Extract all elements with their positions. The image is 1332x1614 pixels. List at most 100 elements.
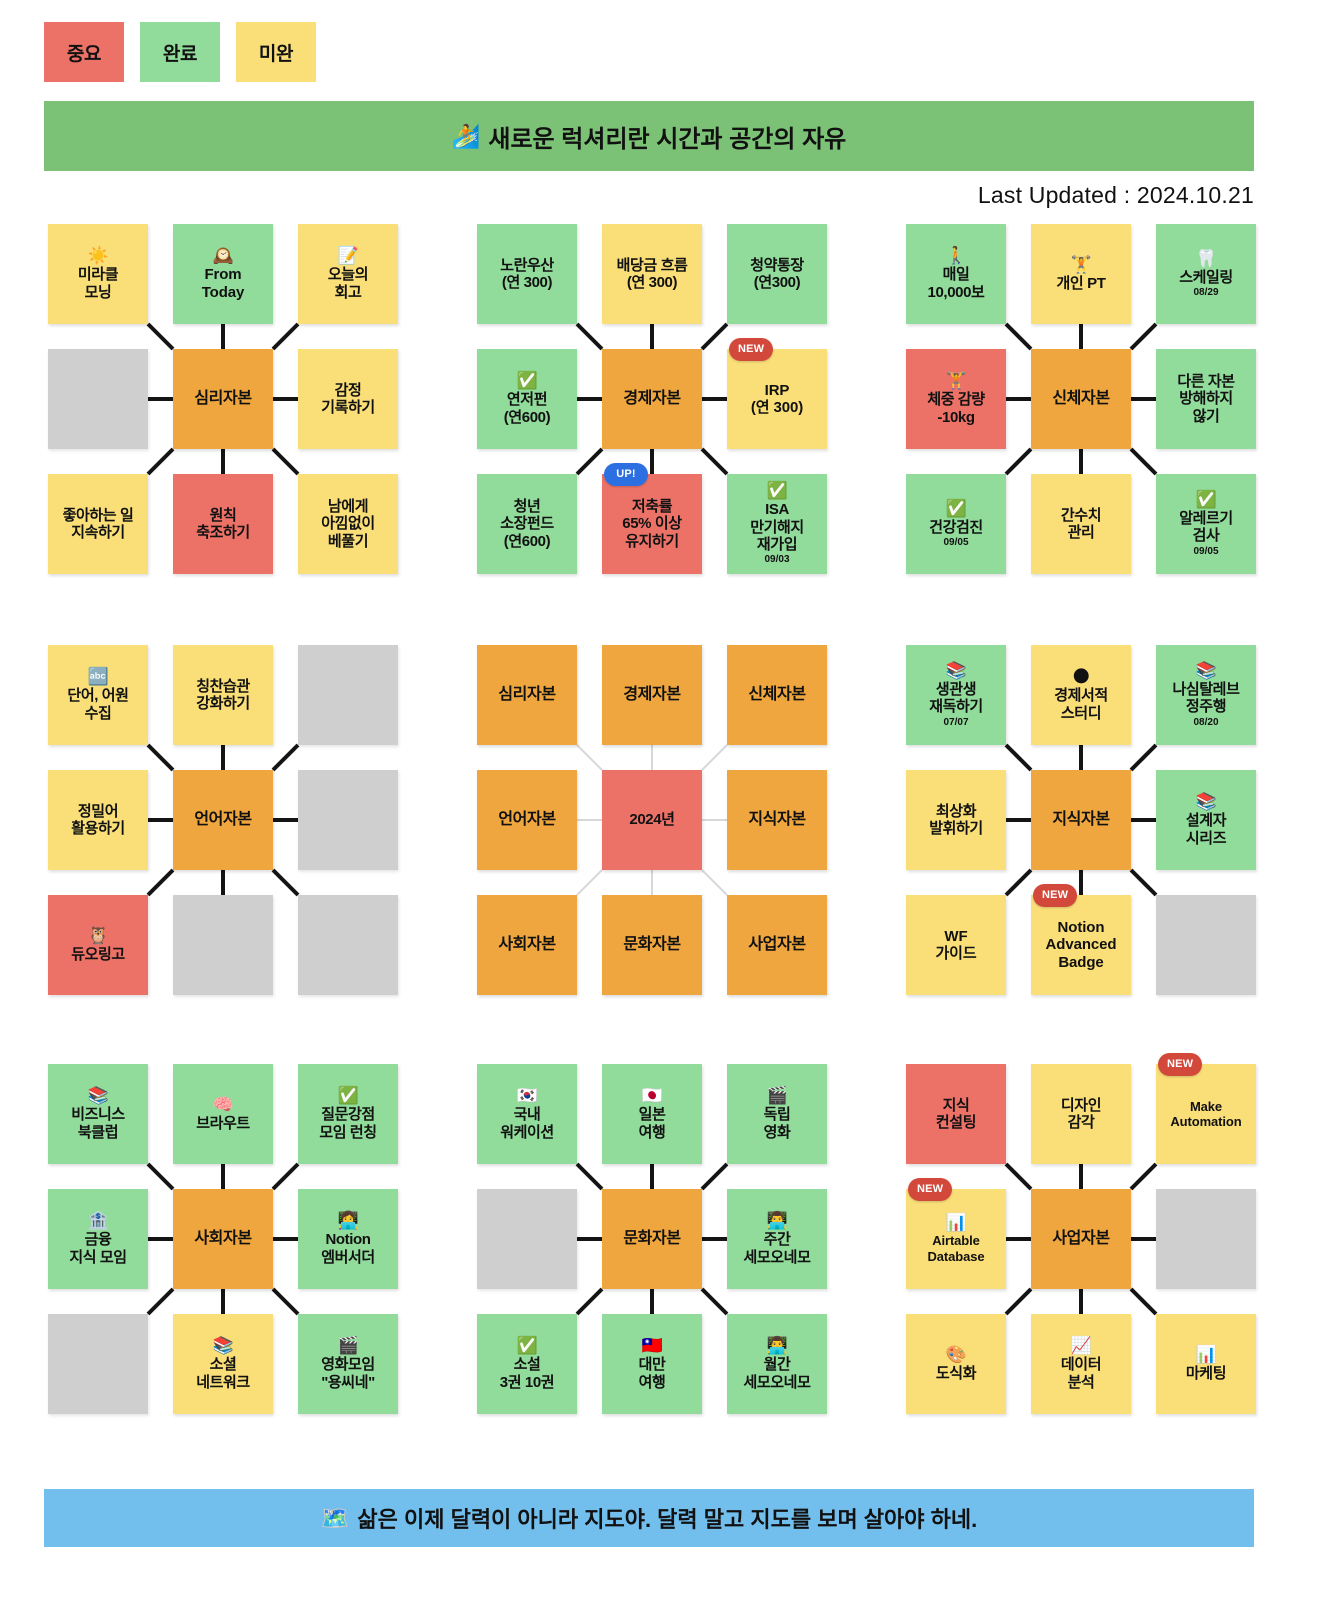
legend-done[interactable]: 완료 bbox=[140, 22, 220, 82]
legend: 중요 완료 미완 bbox=[44, 22, 316, 82]
card-item[interactable]: 📝오늘의 회고 bbox=[298, 224, 398, 324]
card-item[interactable]: 신체자본 bbox=[727, 645, 827, 745]
card-center-economic-capital[interactable]: 경제자본 bbox=[602, 349, 702, 449]
card-item[interactable]: 청약통장 (연300) bbox=[727, 224, 827, 324]
card-item[interactable]: 경제자본 bbox=[602, 645, 702, 745]
card-item[interactable]: NEW📊Airtable Database bbox=[906, 1178, 1006, 1289]
card-item[interactable]: 사업자본 bbox=[727, 895, 827, 995]
card-label: 나심탈레브 정주행 bbox=[1172, 680, 1240, 716]
card-item[interactable]: 🏋️체중 감량 -10kg bbox=[906, 349, 1006, 449]
card-date: 09/05 bbox=[943, 536, 969, 548]
footer-banner: 🗺️ 삶은 이제 달력이 아니라 지도야. 달력 말고 지도를 보며 살아야 하… bbox=[44, 1489, 1254, 1547]
card-item[interactable]: 🏋️개인 PT bbox=[1031, 224, 1131, 324]
card-item[interactable]: 🚶매일 10,000보 bbox=[906, 224, 1006, 324]
card-item[interactable]: 🎬독립 영화 bbox=[727, 1064, 827, 1164]
card-item[interactable]: 언어자본 bbox=[477, 770, 577, 870]
map-icon: 🗺️ bbox=[320, 1504, 350, 1531]
card-item[interactable]: UP!저축률 65% 이상 유지하기 bbox=[602, 463, 702, 574]
card-item[interactable]: 🧠브라우트 bbox=[173, 1064, 273, 1164]
card-center-psychological-capital[interactable]: 심리자본 bbox=[173, 349, 273, 449]
card-label: 지식자본 bbox=[748, 810, 806, 828]
card-emoji-icon: 👨‍💻 bbox=[766, 1211, 788, 1231]
card-item[interactable]: 감정 기록하기 bbox=[298, 349, 398, 449]
card-center-culture-capital[interactable]: 문화자본 bbox=[602, 1189, 702, 1289]
card-center-knowledge-capital[interactable]: 지식자본 bbox=[1031, 770, 1131, 870]
card-item[interactable]: 📚설계자 시리즈 bbox=[1156, 770, 1256, 870]
legend-todo[interactable]: 미완 bbox=[236, 22, 316, 82]
card-label: 좋아하는 일 지속하기 bbox=[62, 506, 134, 541]
card-item[interactable]: 정밀어 활용하기 bbox=[48, 770, 148, 870]
card-emoji-icon: 📚 bbox=[1195, 792, 1217, 812]
card-item[interactable]: ✅연저펀 (연600) bbox=[477, 349, 577, 449]
card-item[interactable]: ✅소설 3권 10권 bbox=[477, 1314, 577, 1414]
card-label: 브라우트 bbox=[196, 1114, 250, 1132]
card-item[interactable]: 👨‍💻주간 세모오네모 bbox=[727, 1189, 827, 1289]
card-label: 경제자본 bbox=[623, 389, 681, 407]
card-item[interactable]: 🇹🇼대만 여행 bbox=[602, 1314, 702, 1414]
card-item[interactable]: 다른 자본 방해하지 않기 bbox=[1156, 349, 1256, 449]
card-item[interactable]: 최상화 발휘하기 bbox=[906, 770, 1006, 870]
card-center-language-capital[interactable]: 언어자본 bbox=[173, 770, 273, 870]
card-emoji-icon: 🇹🇼 bbox=[641, 1336, 663, 1356]
card-item[interactable]: 🌑경제서적 스터디 bbox=[1031, 645, 1131, 745]
card-item[interactable]: 문화자본 bbox=[602, 895, 702, 995]
card-center-year-overview[interactable]: 2024년 bbox=[602, 770, 702, 870]
card-item[interactable]: 🇯🇵일본 여행 bbox=[602, 1064, 702, 1164]
card-item[interactable]: 👨‍💻월간 세모오네모 bbox=[727, 1314, 827, 1414]
card-item[interactable]: 노란우산 (연 300) bbox=[477, 224, 577, 324]
card-item[interactable]: 배당금 흐름 (연 300) bbox=[602, 224, 702, 324]
legend-important[interactable]: 중요 bbox=[44, 22, 124, 82]
card-item[interactable]: 디자인 감각 bbox=[1031, 1064, 1131, 1164]
card-item[interactable]: ✅질문강점 모임 런칭 bbox=[298, 1064, 398, 1164]
card-empty bbox=[298, 770, 398, 870]
card-item[interactable]: WF 가이드 bbox=[906, 895, 1006, 995]
card-empty bbox=[298, 895, 398, 995]
card-item[interactable]: 👩‍💻Notion 엠버서더 bbox=[298, 1189, 398, 1289]
card-label: 매일 10,000보 bbox=[927, 266, 985, 301]
card-item[interactable]: 칭찬습관 강화하기 bbox=[173, 645, 273, 745]
card-emoji-icon: 📚 bbox=[87, 1086, 109, 1106]
card-item[interactable]: 심리자본 bbox=[477, 645, 577, 745]
card-item[interactable]: 🦉듀오링고 bbox=[48, 895, 148, 995]
badge-new: NEW bbox=[729, 338, 774, 361]
card-label: 칭찬습관 강화하기 bbox=[196, 677, 250, 712]
card-item[interactable]: 📊마케팅 bbox=[1156, 1314, 1256, 1414]
card-emoji-icon: 📊 bbox=[1195, 1344, 1217, 1364]
card-center-social-capital[interactable]: 사회자본 bbox=[173, 1189, 273, 1289]
card-label: 배당금 흐름 (연 300) bbox=[616, 256, 688, 291]
card-item[interactable]: 지식자본 bbox=[727, 770, 827, 870]
card-item[interactable]: 🔤단어, 어원 수집 bbox=[48, 645, 148, 745]
card-emoji-icon: 🏋️ bbox=[945, 371, 967, 391]
card-item[interactable]: ☀️미라클 모닝 bbox=[48, 224, 148, 324]
card-item[interactable]: 사회자본 bbox=[477, 895, 577, 995]
card-item[interactable]: 🎬영화모임 "용씨네" bbox=[298, 1314, 398, 1414]
card-center-business-capital[interactable]: 사업자본 bbox=[1031, 1189, 1131, 1289]
card-center-physical-capital[interactable]: 신체자본 bbox=[1031, 349, 1131, 449]
card-item[interactable]: 📚소셜 네트워크 bbox=[173, 1314, 273, 1414]
card-item[interactable]: 청년 소장펀드 (연600) bbox=[477, 474, 577, 574]
card-item[interactable]: 남에게 아낌없이 베풀기 bbox=[298, 474, 398, 574]
card-empty bbox=[48, 1314, 148, 1414]
card-item[interactable]: 🇰🇷국내 워케이션 bbox=[477, 1064, 577, 1164]
card-item[interactable]: 🏦금융 지식 모임 bbox=[48, 1189, 148, 1289]
card-item[interactable]: 🕰️From Today bbox=[173, 224, 273, 324]
card-emoji-icon: 🦷 bbox=[1195, 248, 1217, 268]
card-item[interactable]: 지식 컨설팅 bbox=[906, 1064, 1006, 1164]
card-item[interactable]: 원칙 축조하기 bbox=[173, 474, 273, 574]
card-item[interactable]: 📈데이터 분석 bbox=[1031, 1314, 1131, 1414]
card-item[interactable]: 📚비즈니스 북클럽 bbox=[48, 1064, 148, 1164]
card-item[interactable]: 🎨도식화 bbox=[906, 1314, 1006, 1414]
card-label: 도식화 bbox=[935, 1364, 977, 1382]
card-item[interactable]: 좋아하는 일 지속하기 bbox=[48, 474, 148, 574]
card-item[interactable]: 간수치 관리 bbox=[1031, 474, 1131, 574]
